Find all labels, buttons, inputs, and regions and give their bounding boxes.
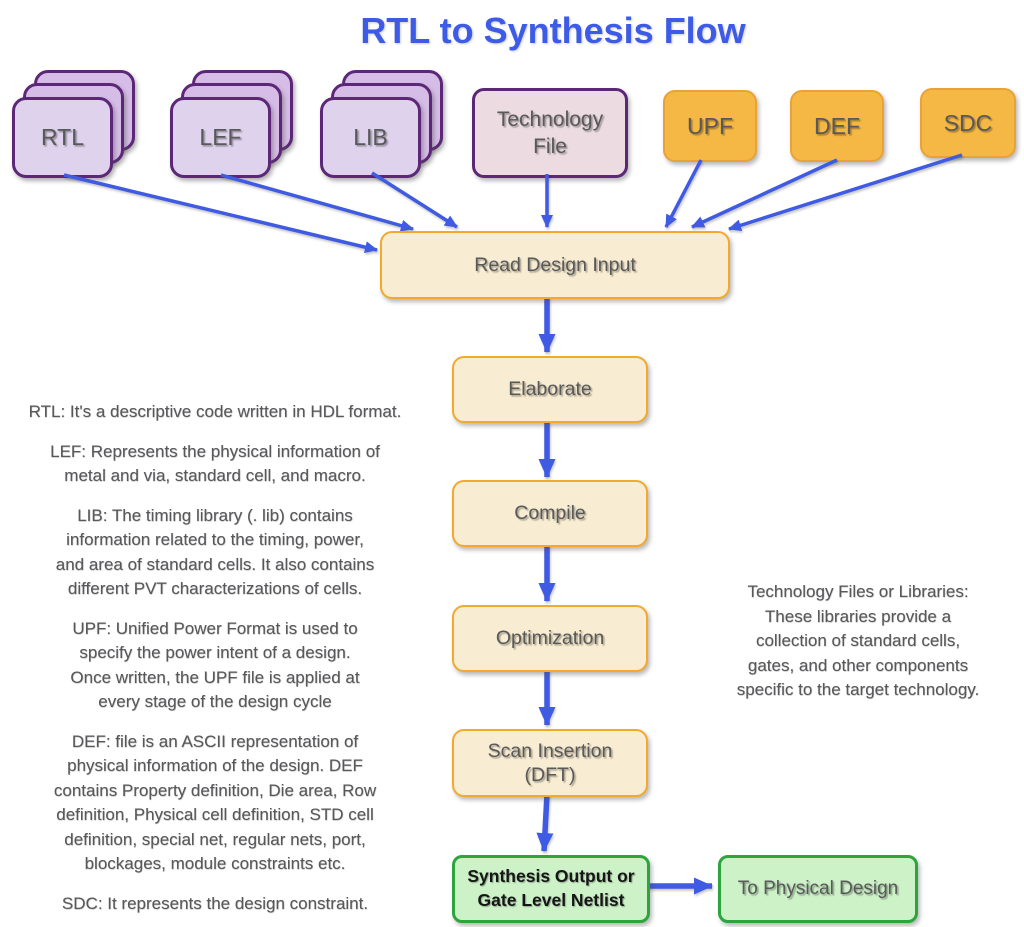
optimization-label: Optimization [495,627,605,650]
input-node-lef: LEF [170,70,293,178]
arrow-sdc-to-read-design-input [728,153,963,232]
arrow-scan-insertion-to-synthesis-output [536,793,554,852]
input-technology-file-label: Technology File [496,107,604,158]
left-notes-column: RTL: It's a descriptive code written in … [2,400,428,927]
input-node-def: DEF [790,90,884,162]
input-lef-label: LEF [199,124,242,151]
stacked-card-front: LEF [170,97,271,178]
stacked-card-front: LIB [320,97,421,178]
input-upf-label: UPF [687,112,733,139]
process-node-optimization: Optimization [452,605,648,672]
arrow-rtl-to-read-design-input [63,173,378,254]
process-node-compile: Compile [452,480,648,547]
arrow-lib-to-read-design-input [371,171,458,229]
note-technology-files: Technology Files or Libraries: These lib… [736,582,980,699]
process-node-scan-insertion-dft: Scan Insertion (DFT) [452,729,648,797]
compile-label: Compile [514,502,586,525]
note-rtl: RTL: It's a descriptive code written in … [28,402,402,421]
output-node-synthesis-output: Synthesis Output or Gate Level Netlist [452,855,650,923]
arrow-upf-to-read-design-input [664,159,703,228]
input-lib-label: LIB [353,124,388,151]
input-def-label: DEF [814,112,860,139]
synthesis-output-label: Synthesis Output or Gate Level Netlist [467,866,635,910]
input-node-sdc: SDC [920,88,1016,158]
note-def: DEF: file is an ASCII representation of … [53,731,377,874]
input-node-technology-file: Technology File [472,88,628,178]
scan-insertion-dft-label: Scan Insertion (DFT) [487,739,613,786]
input-node-rtl: RTL [12,70,135,178]
input-sdc-label: SDC [943,109,993,136]
note-sdc: SDC: It represents the design constraint… [61,893,369,913]
process-node-elaborate: Elaborate [452,356,648,423]
elaborate-label: Elaborate [508,378,592,401]
process-node-read-design-input: Read Design Input [380,231,730,299]
arrow-lef-to-read-design-input [220,173,414,232]
note-lef: LEF: Represents the physical information… [50,441,380,486]
arrow-def-to-read-design-input [691,158,838,229]
to-physical-design-label: To Physical Design [737,878,899,900]
output-node-to-physical-design: To Physical Design [718,855,918,923]
diagram-title: RTL to Synthesis Flow [360,10,746,51]
note-lib: LIB: The timing library (. lib) contains… [55,505,375,599]
input-node-upf: UPF [663,90,757,162]
note-upf: UPF: Unified Power Format is used to spe… [70,618,360,712]
input-node-lib: LIB [320,70,443,178]
input-rtl-label: RTL [40,124,85,151]
stacked-card-front: RTL [12,97,113,178]
read-design-input-label: Read Design Input [474,253,636,276]
